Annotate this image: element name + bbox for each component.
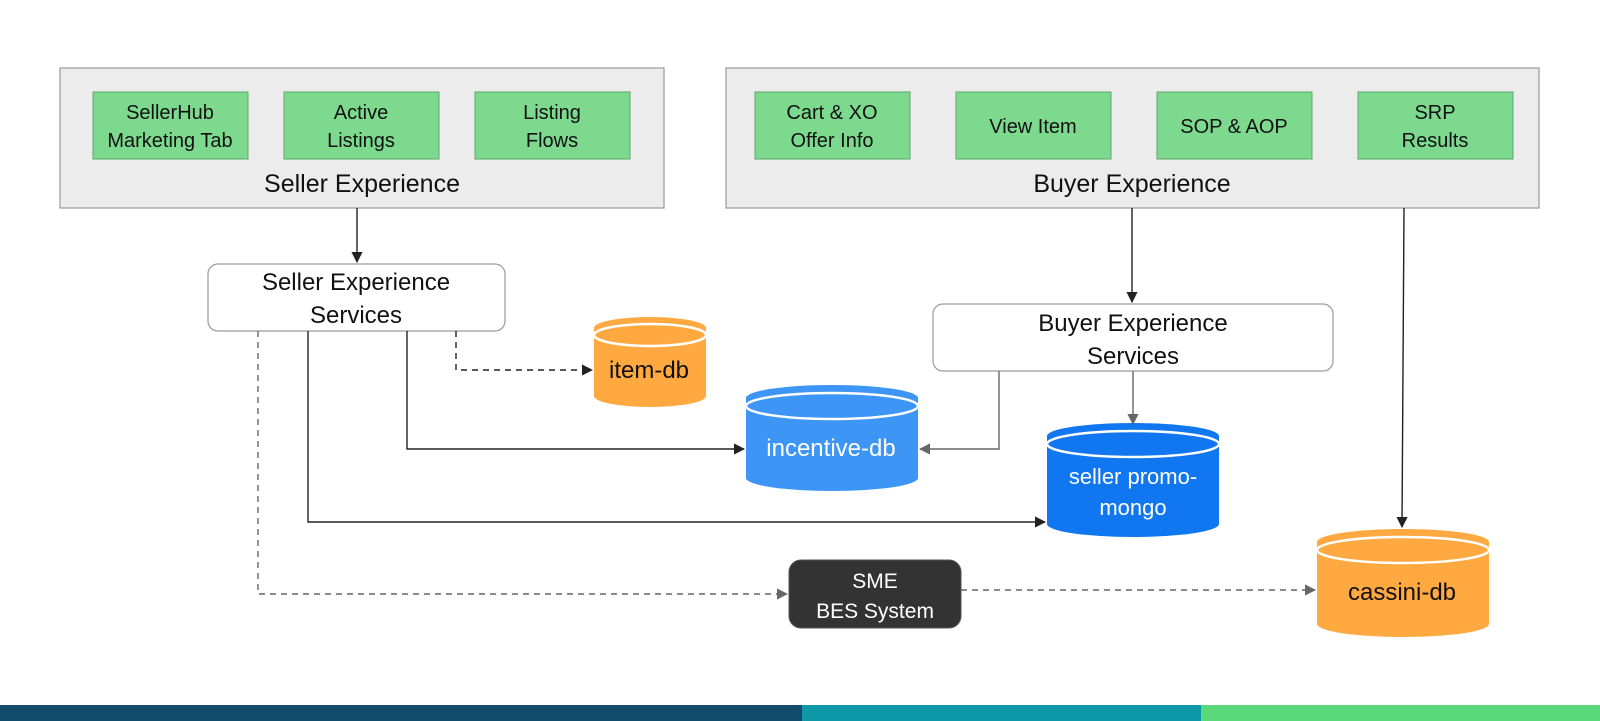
buyer-experience-services: Buyer Experience Services bbox=[932, 303, 1334, 372]
buyer-experience-group: Cart & XO Offer Info View Item SOP & AOP… bbox=[725, 67, 1540, 209]
edge-buyer-services-to-incentive-db bbox=[918, 371, 1000, 455]
buyer-component-sop-aop: SOP & AOP bbox=[1156, 91, 1313, 160]
buyer-component-view-item: View Item bbox=[955, 91, 1112, 160]
sme-label-line2: BES System bbox=[816, 600, 934, 623]
item-db-label: item-db bbox=[609, 357, 689, 384]
buyer-experience-title: Buyer Experience bbox=[1033, 170, 1230, 198]
cassini-db-label: cassini-db bbox=[1348, 579, 1456, 606]
seller-experience-title: Seller Experience bbox=[264, 170, 460, 198]
component-label: View Item bbox=[989, 116, 1076, 138]
buyer-component-srp-results: SRP Results bbox=[1357, 91, 1514, 160]
service-label-line2: Services bbox=[1087, 343, 1179, 370]
seller-experience-group: SellerHub Marketing Tab Active Listings … bbox=[59, 67, 665, 209]
cassini-db-cylinder: cassini-db bbox=[1315, 529, 1491, 637]
component-label-line1: Listing bbox=[523, 102, 581, 124]
component-label: SOP & AOP bbox=[1180, 116, 1287, 138]
service-label-line1: Seller Experience bbox=[262, 269, 450, 296]
seller-component-active-listings: Active Listings bbox=[283, 91, 440, 160]
component-label-line2: Results bbox=[1402, 130, 1469, 152]
component-label-line2: Flows bbox=[526, 130, 578, 152]
edge-srp-to-cassini-db bbox=[1396, 207, 1408, 529]
sme-label-line1: SME bbox=[852, 570, 898, 593]
seller-promo-label-line2: mongo bbox=[1099, 495, 1166, 520]
seller-experience-services: Seller Experience Services bbox=[207, 263, 506, 332]
sme-bes-system: SME BES System bbox=[788, 559, 962, 629]
component-label-line2: Listings bbox=[327, 130, 395, 152]
architecture-diagram: SellerHub Marketing Tab Active Listings … bbox=[59, 67, 1540, 637]
component-label-line1: Cart & XO bbox=[786, 102, 877, 124]
incentive-db-label: incentive-db bbox=[766, 435, 895, 462]
seller-promo-mongo-cylinder: seller promo- mongo bbox=[1045, 423, 1221, 537]
footer-band-green bbox=[1201, 705, 1600, 721]
footer-band-navy bbox=[0, 705, 802, 721]
component-label-line1: SellerHub bbox=[126, 102, 214, 124]
edge-seller-services-to-item-db bbox=[455, 331, 594, 376]
buyer-component-cart-xo: Cart & XO Offer Info bbox=[754, 91, 911, 160]
footer-band-teal bbox=[802, 705, 1201, 721]
component-label-line1: SRP bbox=[1414, 102, 1455, 124]
edge-seller-services-to-sme bbox=[257, 331, 789, 600]
seller-component-listing-flows: Listing Flows bbox=[474, 91, 631, 160]
component-label-line2: Marketing Tab bbox=[107, 130, 232, 152]
edge-seller-services-to-promo-mongo bbox=[307, 331, 1047, 528]
item-db-cylinder: item-db bbox=[592, 317, 708, 407]
seller-component-sellerhub: SellerHub Marketing Tab bbox=[92, 91, 249, 160]
seller-promo-label-line1: seller promo- bbox=[1069, 464, 1197, 489]
service-label-line1: Buyer Experience bbox=[1038, 310, 1227, 337]
service-label-line2: Services bbox=[310, 302, 402, 329]
component-label-line1: Active bbox=[334, 102, 388, 124]
edges bbox=[257, 207, 1408, 600]
component-label-line2: Offer Info bbox=[790, 130, 873, 152]
incentive-db-cylinder: incentive-db bbox=[744, 385, 920, 491]
edge-seller-services-to-incentive-db bbox=[406, 331, 746, 455]
